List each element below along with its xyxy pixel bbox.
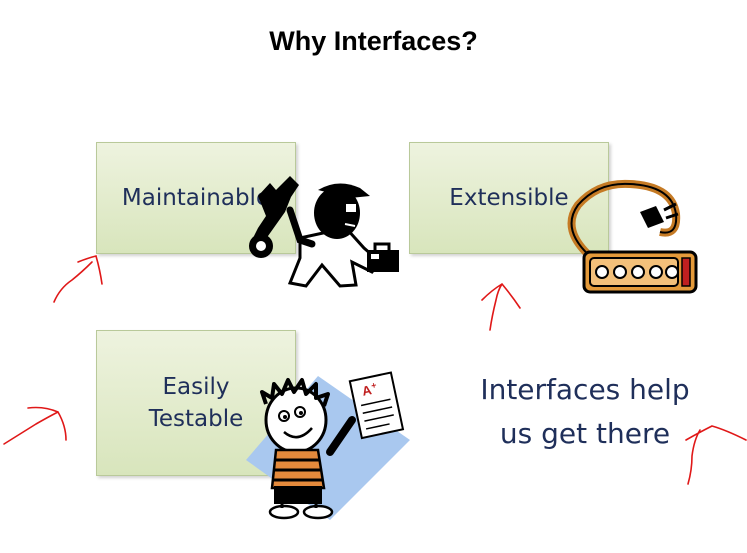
slide-title: Why Interfaces?	[269, 26, 478, 56]
red-arrow-2	[481, 282, 521, 331]
red-arrow-3	[3, 406, 67, 445]
power-strip-icon	[567, 179, 698, 294]
maintainable-label: Maintainable	[121, 185, 271, 211]
kid-a-plus-icon: A +	[246, 371, 410, 520]
extensible-label: Extensible	[449, 185, 569, 211]
worker-wrench-icon	[249, 176, 399, 288]
caption-line-2: us get there	[499, 417, 671, 450]
testable-label: Testable	[148, 406, 244, 432]
caption-line-1: Interfaces help	[480, 373, 690, 406]
red-arrow-4	[685, 425, 747, 485]
svg-text:A: A	[361, 382, 374, 399]
svg-text:+: +	[370, 380, 377, 391]
interfaces-caption: Interfaces help us get there	[455, 368, 715, 456]
red-arrow-1	[53, 255, 103, 303]
easily-label: Easily	[162, 374, 230, 400]
red-annotation-arrows	[3, 255, 747, 485]
